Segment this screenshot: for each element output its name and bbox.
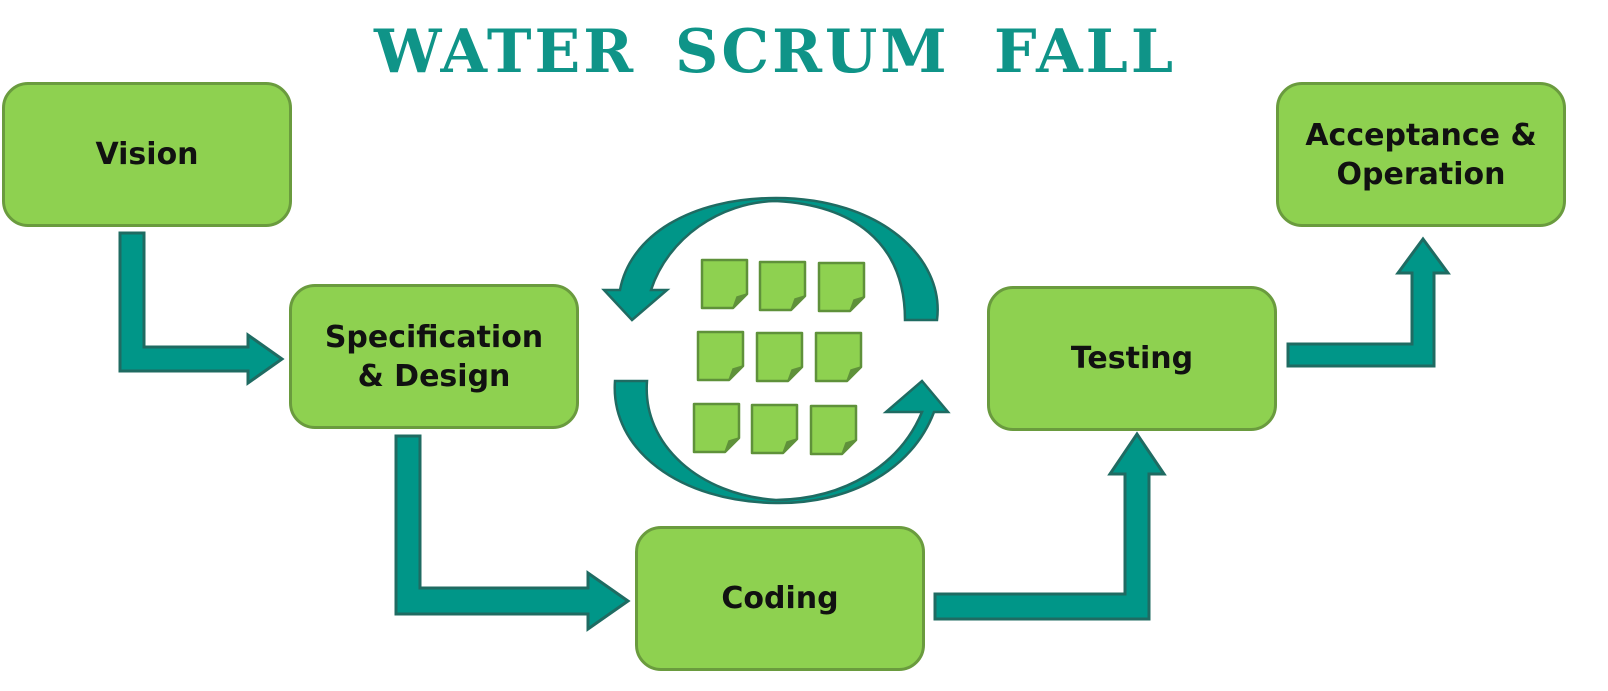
scrum-cycle (601, 196, 951, 505)
stage-vision: Vision (2, 82, 292, 227)
cycle-top-arc-arrow (601, 196, 939, 322)
title-word-fall: FALL (994, 17, 1177, 87)
backlog-card (696, 330, 745, 382)
backlog-card-fold (728, 365, 744, 381)
arrow-spec-to-coding (394, 434, 631, 632)
backlog-card-fold (782, 438, 798, 454)
arrow-coding-to-testing-shape (933, 431, 1167, 621)
arrow-vision-to-spec-shape (118, 231, 285, 386)
sprint-backlog-cards (692, 258, 866, 456)
backlog-card (758, 260, 807, 312)
stage-testing: Testing (987, 286, 1277, 431)
title-word-water: WATER (374, 17, 637, 87)
arrow-spec-to-coding-shape (394, 434, 631, 632)
title-word-scrum: SCRUM (675, 17, 950, 87)
arrow-testing-to-acceptance (1286, 236, 1451, 368)
backlog-card-fold (846, 366, 862, 382)
backlog-card (692, 402, 741, 454)
backlog-card (809, 404, 858, 456)
cycle-bottom-arc-arrow (613, 379, 951, 505)
stage-acceptance-operation: Acceptance & Operation (1276, 82, 1566, 227)
arrow-coding-to-testing (933, 431, 1167, 621)
arrow-testing-to-acceptance-shape (1286, 236, 1451, 368)
backlog-card-fold (732, 293, 748, 309)
stage-specification-design: Specification & Design (289, 284, 579, 429)
backlog-card (814, 331, 863, 383)
backlog-card-fold (849, 296, 865, 312)
backlog-card-fold (841, 439, 857, 455)
stage-coding: Coding (635, 526, 925, 671)
arrow-vision-to-spec (118, 231, 285, 386)
backlog-card-fold (790, 295, 806, 311)
backlog-card (700, 258, 749, 310)
backlog-card (750, 403, 799, 455)
backlog-card (755, 331, 804, 383)
backlog-card-fold (724, 437, 740, 453)
backlog-card (817, 261, 866, 313)
backlog-card-fold (787, 366, 803, 382)
